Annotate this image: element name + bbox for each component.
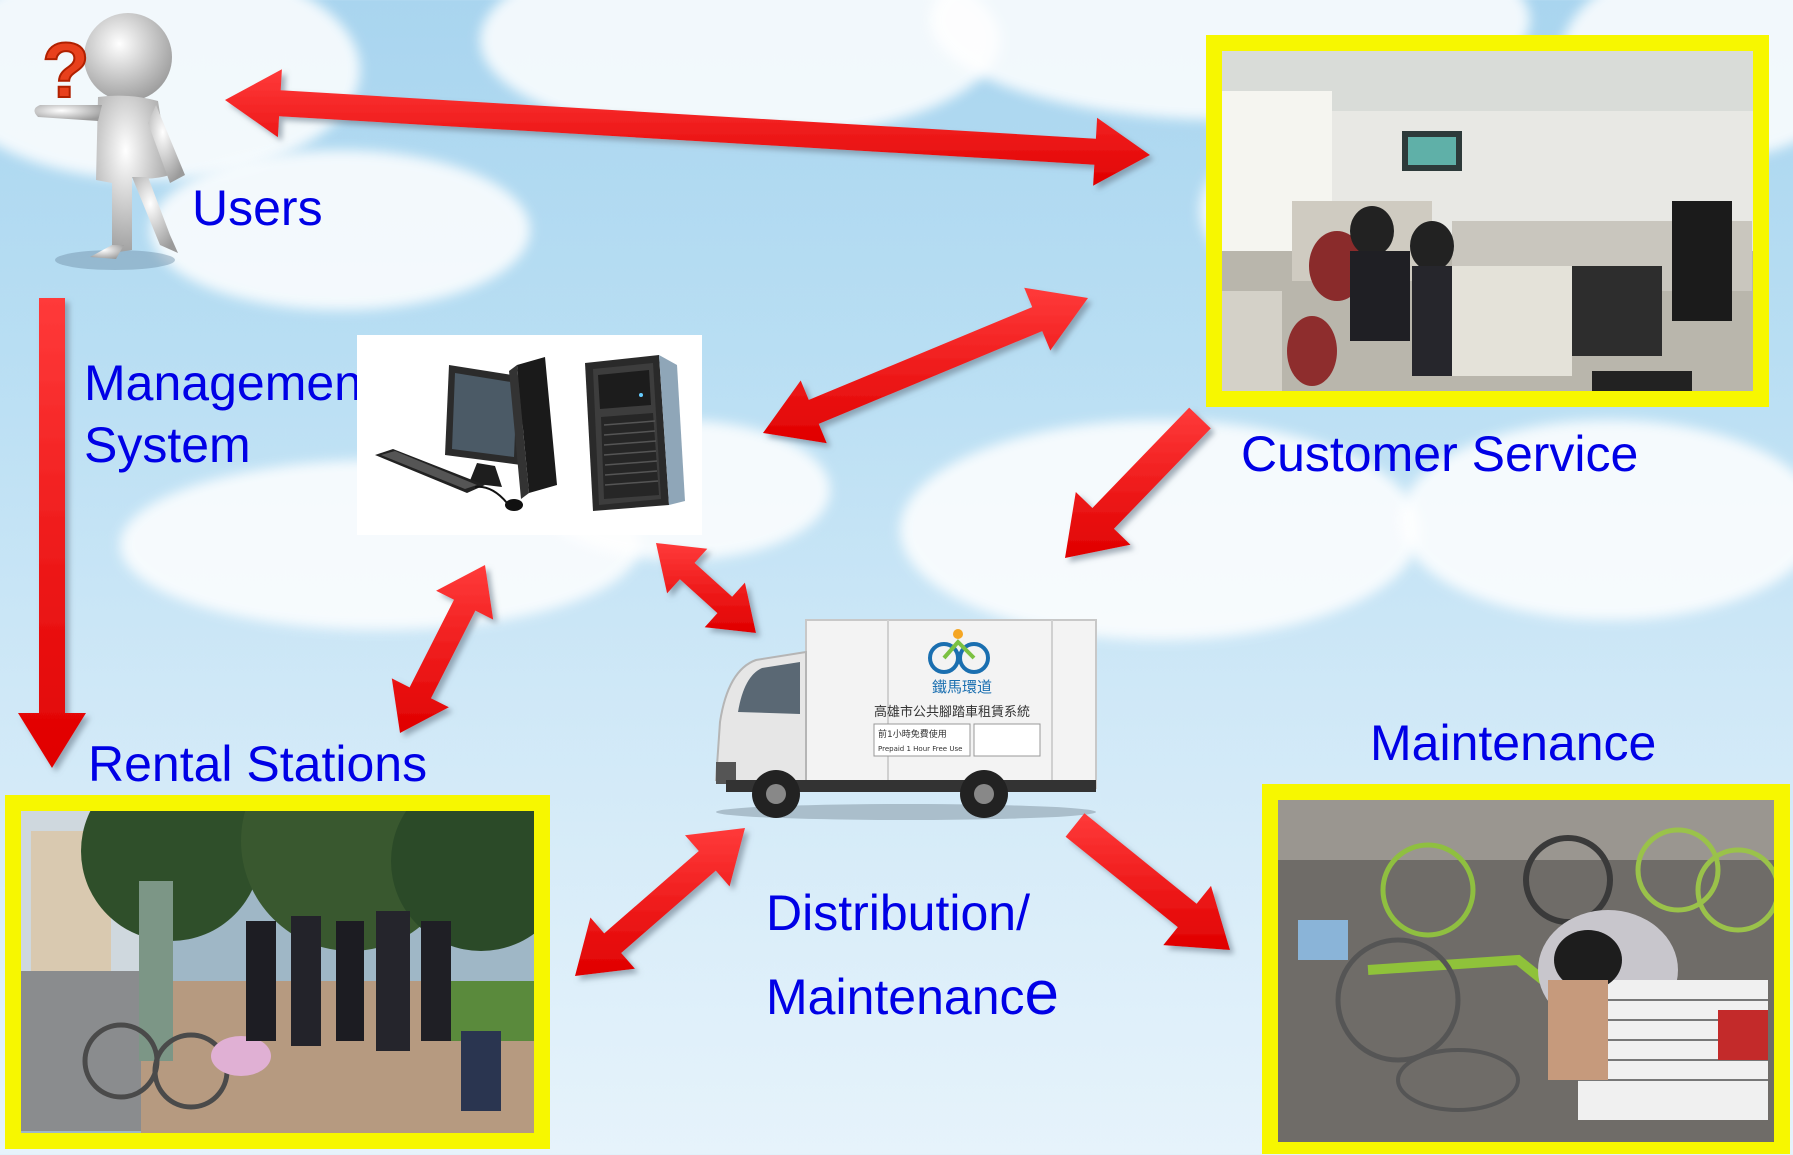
truck-prepaid-text: Prepaid 1 Hour Free Use	[878, 745, 962, 753]
delivery-truck-icon: 鐵馬環道 高雄市公共腳踏車租賃系統 前1小時免費使用 Prepaid 1 Hou…	[714, 619, 1097, 820]
truck-free-use-text: 前1小時免費使用	[878, 728, 947, 740]
computer-rental-stations-arrow	[391, 565, 494, 733]
users-customer-service-arrow	[225, 69, 1150, 186]
distribution-label-tail: e	[1024, 959, 1059, 1028]
computer-server-icon	[375, 355, 685, 511]
truck-maintenance-arrow	[1065, 813, 1230, 950]
management-system-label-line2: System	[84, 417, 251, 473]
truck-brand-text: 鐵馬環道	[932, 678, 992, 696]
truck-system-text: 高雄市公共腳踏車租賃系統	[874, 704, 1030, 720]
rental-stations-label: Rental Stations	[88, 736, 428, 792]
customer-service-truck-arrow	[1065, 407, 1211, 558]
truck-rental-stations-arrow	[575, 828, 745, 976]
customer-service-label: Customer Service	[1241, 426, 1639, 482]
rental-stations-photo	[21, 811, 534, 1133]
computer-truck-arrow	[656, 543, 756, 633]
management-system-label-line1: Management	[84, 355, 376, 411]
users-rental-stations-arrow	[18, 298, 86, 768]
computer-customer-service-arrow	[763, 287, 1088, 444]
svg-text:?: ?	[42, 26, 90, 114]
distribution-label-line2: Maintenance	[766, 955, 1059, 1033]
customer-service-photo	[1222, 51, 1753, 391]
maintenance-photo-frame	[1262, 784, 1790, 1154]
question-person-icon: ?	[34, 13, 185, 270]
distribution-label-main: Maintenanc	[766, 969, 1025, 1025]
background-cloud	[1400, 420, 1793, 620]
maintenance-label: Maintenance	[1370, 715, 1657, 771]
customer-service-photo-frame	[1206, 35, 1769, 407]
maintenance-photo	[1278, 800, 1774, 1142]
users-label: Users	[192, 180, 323, 236]
background-cloud	[150, 150, 530, 310]
distribution-label-line1: Distribution/	[766, 885, 1030, 941]
rental-stations-photo-frame	[5, 795, 550, 1149]
